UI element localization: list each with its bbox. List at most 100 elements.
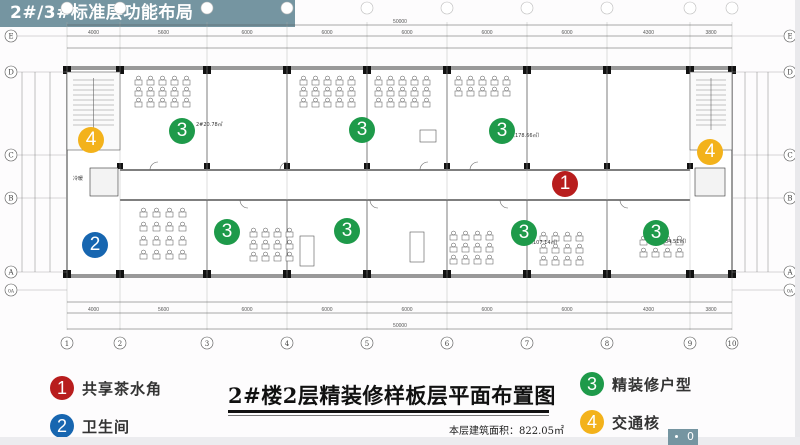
chair (451, 230, 456, 236)
dim-label-span-top: 4300 (643, 30, 654, 36)
chair (475, 230, 480, 236)
workstation (422, 90, 431, 97)
axis-bubble (200, 336, 214, 350)
workstation (261, 231, 270, 238)
chair (487, 254, 492, 260)
workstation (152, 253, 161, 260)
marker-core-right: 4 (697, 139, 723, 165)
axis-bubble-top (683, 1, 697, 15)
workstation (485, 234, 494, 241)
workstation (261, 243, 270, 250)
chair (251, 251, 256, 257)
workstation (170, 90, 179, 97)
axis-bubble-top (600, 1, 614, 15)
workstation (551, 259, 560, 266)
workstation (478, 79, 487, 86)
chair (349, 86, 354, 92)
chair (388, 75, 393, 81)
scrollbar-track[interactable] (795, 0, 800, 445)
workstation (178, 225, 187, 232)
legend-label: 共享茶水角 (82, 379, 163, 398)
chair (337, 86, 342, 92)
chair (325, 86, 330, 92)
axis-bubble-top (440, 1, 454, 15)
chair (287, 227, 292, 233)
axis-bubble-top (113, 1, 127, 15)
workstation (182, 101, 191, 108)
facade-band-bottom (67, 274, 732, 278)
chair (148, 86, 153, 92)
page-dot-icon (675, 435, 678, 438)
dim-label-span-bottom: 6000 (561, 307, 572, 313)
chair (154, 221, 159, 227)
chair (451, 242, 456, 248)
workstation (249, 231, 258, 238)
workstation (539, 247, 548, 254)
workstation (410, 101, 419, 108)
workstation (170, 101, 179, 108)
workstation (386, 90, 395, 97)
workstation (249, 243, 258, 250)
axis-bubble-label: 9 (688, 340, 692, 348)
chair (475, 254, 480, 260)
marker-unit-7: 3 (643, 220, 669, 246)
chair (337, 97, 342, 103)
workstation (575, 247, 584, 254)
chair (172, 86, 177, 92)
dim-label-span-top: 4000 (88, 30, 99, 36)
axis-bubble-top (280, 1, 294, 15)
workstation (539, 259, 548, 266)
legend-item-unit: 3 精装修户型 (580, 372, 692, 396)
workstation (502, 79, 511, 86)
marker-unit-6: 3 (511, 220, 537, 246)
axis-bubble (520, 336, 534, 350)
chair (180, 221, 185, 227)
marker-num: 4 (85, 129, 97, 150)
room-label-area: 2#20.78㎡ (196, 121, 223, 128)
chair (376, 97, 381, 103)
chair (313, 86, 318, 92)
marker-num: 2 (89, 234, 101, 255)
workstation (490, 90, 499, 97)
legend-item-wc: 2 卫生间 (50, 414, 130, 438)
axis-bubble (600, 336, 614, 350)
workstation (639, 251, 648, 258)
row-axis-label: E (787, 33, 792, 41)
workstation (152, 239, 161, 246)
dim-label-span-bottom: 6000 (321, 307, 332, 313)
row-axis-label: 0A (8, 289, 15, 295)
workstation (165, 253, 174, 260)
workstation (485, 258, 494, 265)
dim-label-overall-bottom: 50000 (393, 323, 407, 329)
chair (275, 227, 280, 233)
dim-label-span-bottom: 5600 (158, 307, 169, 313)
workstation (454, 90, 463, 97)
workstation (152, 225, 161, 232)
chair (424, 75, 429, 81)
chair (577, 243, 582, 249)
axis-bubble-top (60, 1, 74, 15)
chair (577, 231, 582, 237)
workstation (146, 90, 155, 97)
workstation (158, 90, 167, 97)
marker-num: 3 (176, 120, 188, 141)
chair (565, 231, 570, 237)
workstation (335, 79, 344, 86)
chair (180, 235, 185, 241)
chair (148, 75, 153, 81)
chair (451, 254, 456, 260)
chair (167, 249, 172, 255)
axis-bubble-label: 10 (728, 340, 737, 348)
marker-num: 3 (518, 222, 530, 243)
chair (154, 249, 159, 255)
chair (424, 86, 429, 92)
workstation (299, 90, 308, 97)
chair (553, 243, 558, 249)
marker-unit-2: 3 (349, 117, 375, 143)
chair (167, 221, 172, 227)
legend-badge-2: 2 (50, 414, 74, 438)
chair (167, 235, 172, 241)
slide-bottom-edge (0, 437, 800, 445)
workstation (347, 79, 356, 86)
page-indicator[interactable]: 0 (668, 429, 698, 445)
